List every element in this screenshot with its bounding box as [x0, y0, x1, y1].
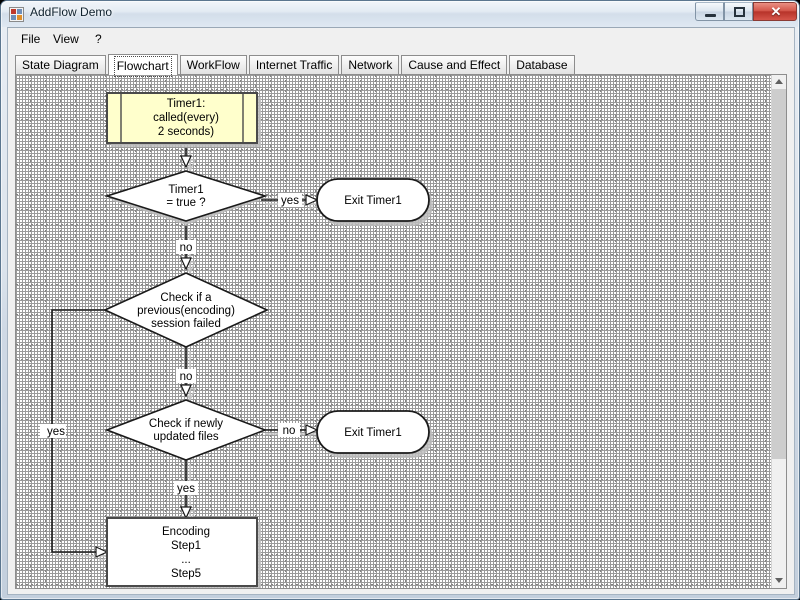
node-decision-timer-true[interactable]: Timer1 = true ?: [104, 170, 268, 222]
node-label-line: 2 seconds): [158, 126, 214, 138]
minimize-icon: [705, 14, 716, 17]
edge-label-decision1-no: no: [180, 242, 193, 254]
node-decision-previous-session[interactable]: Check if a previous(encoding) session fa…: [103, 272, 269, 348]
chevron-down-icon: [775, 578, 783, 583]
edge-label-decision2-no: no: [180, 371, 193, 383]
tab-database[interactable]: Database: [509, 55, 575, 74]
node-label-line: = true ?: [166, 197, 205, 209]
node-label-line: Check if newly: [149, 418, 223, 430]
application-icon: [9, 7, 24, 22]
scroll-up-button[interactable]: [772, 75, 786, 89]
node-label-line: Check if a: [160, 292, 212, 304]
tab-workflow[interactable]: WorkFlow: [179, 55, 247, 74]
node-label-line: Timer1:: [167, 98, 206, 110]
window-title: AddFlow Demo: [30, 5, 113, 19]
edge-label-decision2-yes: yes: [47, 426, 65, 438]
tab-label: Flowchart: [113, 56, 172, 77]
tab-state-diagram[interactable]: State Diagram: [15, 55, 106, 74]
scroll-down-button[interactable]: [772, 574, 786, 588]
node-decision-updated-files[interactable]: Check if newly updated files: [104, 399, 268, 461]
node-label-line: Timer1: [168, 184, 203, 196]
node-encoding-steps[interactable]: Encoding Step1 ... Step5: [106, 517, 258, 587]
node-label-line: Step5: [171, 568, 201, 580]
flowchart-graphics: Timer1: called(every) 2 seconds) Timer1 …: [40, 92, 433, 588]
node-exit-timer1-top[interactable]: Exit Timer1: [316, 178, 430, 222]
node-label-line: Encoding: [162, 526, 210, 538]
tab-label: WorkFlow: [186, 58, 240, 72]
tab-label: State Diagram: [22, 58, 99, 72]
close-button[interactable]: ✕: [753, 2, 797, 21]
title-bar[interactable]: AddFlow Demo ✕: [1, 1, 799, 27]
tab-flowchart[interactable]: Flowchart: [107, 54, 178, 77]
node-label-line: Step1: [171, 540, 201, 552]
tab-control: State Diagram Flowchart WorkFlow Interne…: [15, 54, 787, 589]
grid-vertical-lines: [16, 75, 772, 588]
menu-item-view[interactable]: View: [53, 32, 79, 46]
node-label-line: previous(encoding): [137, 305, 235, 317]
edge-label-layer: yes no no yes no yes: [40, 193, 302, 495]
minimize-button[interactable]: [695, 2, 724, 21]
menu-item-help[interactable]: ?: [95, 32, 102, 46]
node-exit-timer1-bottom[interactable]: Exit Timer1: [316, 410, 430, 454]
vertical-scrollbar[interactable]: [771, 75, 786, 588]
node-label-line: session failed: [151, 318, 221, 330]
node-label-line: ...: [181, 554, 191, 566]
chevron-up-icon: [775, 79, 783, 84]
tab-cause-and-effect[interactable]: Cause and Effect: [401, 55, 508, 74]
shadow-layer: [109, 97, 433, 588]
tab-network[interactable]: Network: [341, 55, 400, 74]
menu-item-file[interactable]: File: [21, 32, 41, 46]
maximize-icon: [734, 7, 745, 17]
client-area: File View ? State Diagram Flowchart Work…: [7, 27, 795, 595]
menu-bar: File View ?: [8, 28, 794, 48]
tab-label: Internet Traffic: [255, 58, 333, 72]
diagram-canvas[interactable]: Timer1: called(every) 2 seconds) Timer1 …: [15, 74, 787, 589]
node-label-line: Exit Timer1: [344, 427, 402, 439]
tab-label: Database: [516, 58, 568, 72]
edge-label-decision1-yes: yes: [281, 195, 299, 207]
node-label-line: Exit Timer1: [344, 195, 402, 207]
tab-headers: State Diagram Flowchart WorkFlow Interne…: [15, 54, 577, 77]
tab-internet-traffic[interactable]: Internet Traffic: [248, 55, 340, 74]
edge-label-decision3-yes: yes: [177, 483, 195, 495]
node-timer-process[interactable]: Timer1: called(every) 2 seconds): [106, 92, 258, 144]
tab-label: Network: [348, 58, 393, 72]
tab-label: Cause and Effect: [408, 58, 501, 72]
edge-label-decision3-no: no: [283, 425, 296, 437]
maximize-button[interactable]: [724, 2, 753, 21]
close-icon: ✕: [770, 4, 782, 19]
node-label-line: called(every): [153, 112, 219, 124]
scrollbar-thumb[interactable]: [772, 89, 786, 459]
canvas-grid: [16, 75, 772, 588]
node-label-line: updated files: [153, 431, 218, 443]
